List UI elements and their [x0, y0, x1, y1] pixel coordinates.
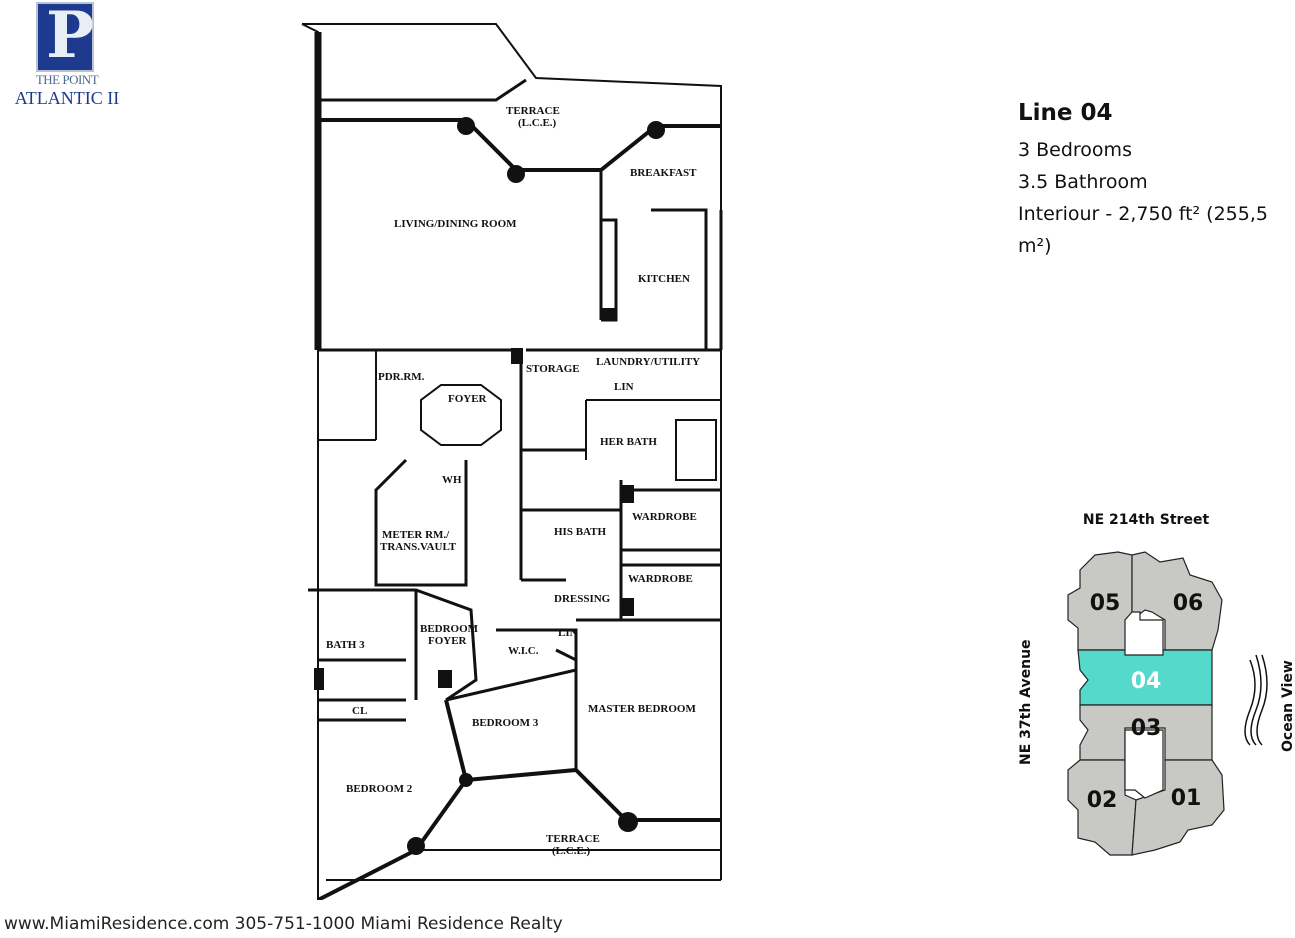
room-label: TERRACE	[546, 833, 600, 845]
room-label: BREAKFAST	[630, 167, 697, 179]
room-label: LIVING/DINING ROOM	[394, 218, 517, 230]
room-label: KITCHEN	[638, 273, 690, 285]
unit-bathrooms: 3.5 Bathroom	[1018, 171, 1148, 193]
logo-line1: THE POINT	[35, 72, 99, 87]
room-label: WARDROBE	[632, 511, 697, 523]
logo-mark: P	[36, 0, 94, 73]
unit-bedrooms: 3 Bedrooms	[1018, 139, 1132, 161]
room-label: PDR.RM.	[378, 371, 425, 383]
unit-01-shape[interactable]	[1131, 759, 1225, 856]
unit-04-shape[interactable]	[1077, 649, 1213, 706]
key-plan: NE 214th Street NE 37th Avenue Ocean Vie…	[1018, 512, 1295, 856]
room-label: CL	[352, 705, 367, 717]
footer-contact: www.MiamiResidence.com 305-751-1000 Miam…	[4, 914, 563, 934]
room-label: BEDROOM 2	[346, 783, 413, 795]
unit-06-shape[interactable]	[1131, 551, 1223, 651]
room-label: HIS BATH	[554, 526, 607, 538]
unit-label-03: 03	[1131, 716, 1162, 741]
unit-label-02: 02	[1087, 788, 1118, 813]
room-label: BEDROOM 3	[472, 717, 539, 729]
floor-plan: TERRACE (L.C.E.) BREAKFAST LIVING/DINING…	[301, 23, 723, 900]
room-label: METER RM./	[382, 529, 450, 541]
unit-title: Line 04	[1018, 100, 1113, 126]
room-label: WARDROBE	[628, 573, 693, 585]
room-label: MASTER BEDROOM	[588, 703, 696, 715]
unit-label-04: 04	[1131, 669, 1162, 694]
street-north-label: NE 214th Street	[1083, 512, 1210, 528]
ocean-view-label: Ocean View	[1280, 660, 1295, 752]
room-label: TERRACE	[506, 105, 560, 117]
room-label: LIN	[614, 381, 634, 393]
logo-line2: ATLANTIC II	[14, 88, 120, 108]
core-bottom	[1124, 729, 1164, 799]
room-label: FOYER	[448, 393, 488, 405]
waves-icon	[1244, 654, 1268, 746]
unit-interior-area: Interiour - 2,750 ft² (255,5 m²)	[1018, 203, 1268, 257]
room-label: WH	[442, 474, 462, 486]
unit-info: Line 04 3 Bedrooms 3.5 Bathroom Interiou…	[1018, 100, 1295, 262]
room-label: FOYER	[428, 635, 468, 647]
unit-label-01: 01	[1171, 786, 1202, 811]
room-label: W.I.C.	[508, 645, 539, 657]
room-label: BEDROOM	[420, 623, 479, 635]
room-label: (L.C.E.)	[552, 845, 591, 857]
room-label: DRESSING	[554, 593, 611, 605]
unit-label-06: 06	[1173, 591, 1204, 616]
room-label: BATH 3	[326, 639, 365, 651]
room-label: HER BATH	[600, 436, 657, 448]
room-label: STORAGE	[526, 363, 580, 375]
room-label: (L.C.E.)	[518, 117, 557, 129]
room-label: TRANS.VAULT	[380, 541, 457, 553]
core-top	[1124, 611, 1164, 656]
unit-label-05: 05	[1090, 591, 1121, 616]
street-west-label: NE 37th Avenue	[1018, 639, 1034, 765]
room-label: LAUNDRY/UTILITY	[596, 356, 700, 368]
room-label: LIN	[558, 627, 578, 639]
